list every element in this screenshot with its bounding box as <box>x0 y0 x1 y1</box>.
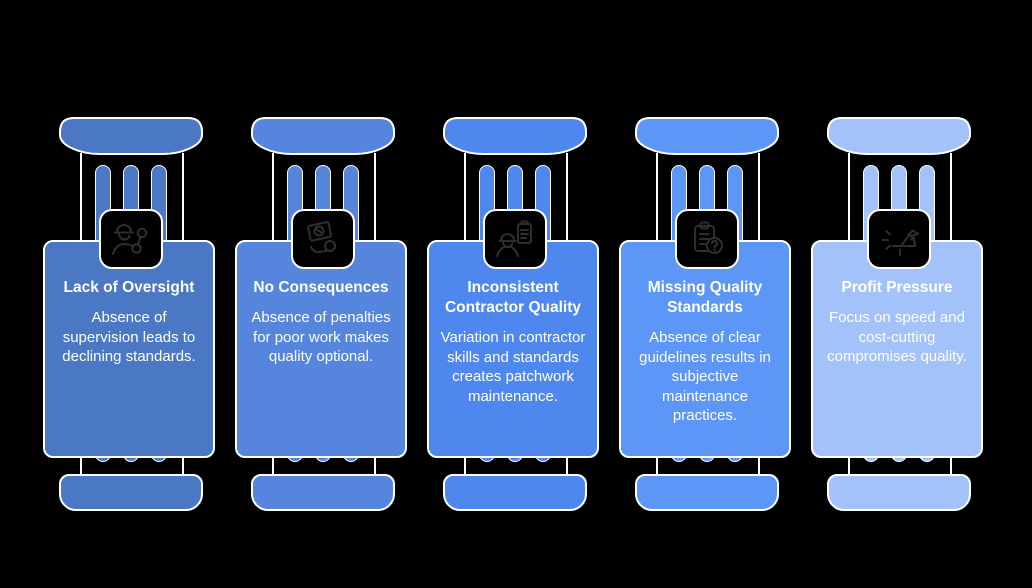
pillar-2: No Consequences Absence of penalties for… <box>227 117 419 517</box>
card-title: Missing Quality Standards <box>647 279 763 316</box>
no-penalty-icon <box>307 221 337 254</box>
card-title: Lack of Oversight <box>63 279 195 296</box>
pillar-column-outline <box>182 153 184 243</box>
pillar-column-outline <box>950 153 952 243</box>
card-title: Profit Pressure <box>841 279 953 296</box>
pillar-capital <box>59 117 203 155</box>
pillar-column-outline <box>566 153 568 243</box>
card-title: Inconsistent Contractor Quality <box>444 279 582 316</box>
card-title: No Consequences <box>253 279 389 296</box>
pillar-column-outline <box>848 153 850 243</box>
pillar-base <box>635 474 779 511</box>
pillar-column-outline <box>656 153 658 243</box>
clipboard-question-icon <box>693 221 724 255</box>
info-card: Profit Pressure Focus on speed and cost-… <box>811 240 983 458</box>
pillar-column-outline <box>758 153 760 243</box>
pillar-4: Missing Quality Standards Absence of cle… <box>611 117 803 517</box>
pillar-column-outline <box>374 153 376 243</box>
pillar-3: Inconsistent Contractor Quality Variatio… <box>419 117 611 517</box>
pillar-capital <box>443 117 587 155</box>
pillar-capital <box>635 117 779 155</box>
pillar-base <box>59 474 203 511</box>
icon-tile <box>675 209 739 269</box>
icon-tile <box>867 209 931 269</box>
pillar-column-outline <box>80 153 82 243</box>
pillar-column-outline <box>464 153 466 243</box>
worker-wrench-icon <box>111 223 148 256</box>
pillar-1: Lack of Oversight Absence of supervision… <box>35 117 227 517</box>
stopwatch-icon <box>881 229 920 257</box>
pillar-column-outline <box>272 153 274 243</box>
pillar-capital <box>827 117 971 155</box>
pillar-capital <box>251 117 395 155</box>
card-description: Variation in contractor skills and stand… <box>440 329 586 405</box>
card-description: Absence of clear guidelines results in s… <box>639 329 771 424</box>
card-description: Absence of penalties for poor work makes… <box>251 309 391 365</box>
icon-tile <box>483 209 547 269</box>
info-card: Missing Quality Standards Absence of cle… <box>619 240 791 458</box>
icon-tile <box>99 209 163 269</box>
contractor-clipboard-icon <box>495 220 533 258</box>
pillar-base <box>443 474 587 511</box>
pillar-base <box>251 474 395 511</box>
info-card: Inconsistent Contractor Quality Variatio… <box>427 240 599 458</box>
pillar-base <box>827 474 971 511</box>
card-description: Focus on speed and cost-cutting compromi… <box>827 309 967 365</box>
info-card: Lack of Oversight Absence of supervision… <box>43 240 215 458</box>
info-card: No Consequences Absence of penalties for… <box>235 240 407 458</box>
icon-tile <box>291 209 355 269</box>
pillar-5: Profit Pressure Focus on speed and cost-… <box>803 117 995 517</box>
card-description: Absence of supervision leads to declinin… <box>62 309 196 365</box>
